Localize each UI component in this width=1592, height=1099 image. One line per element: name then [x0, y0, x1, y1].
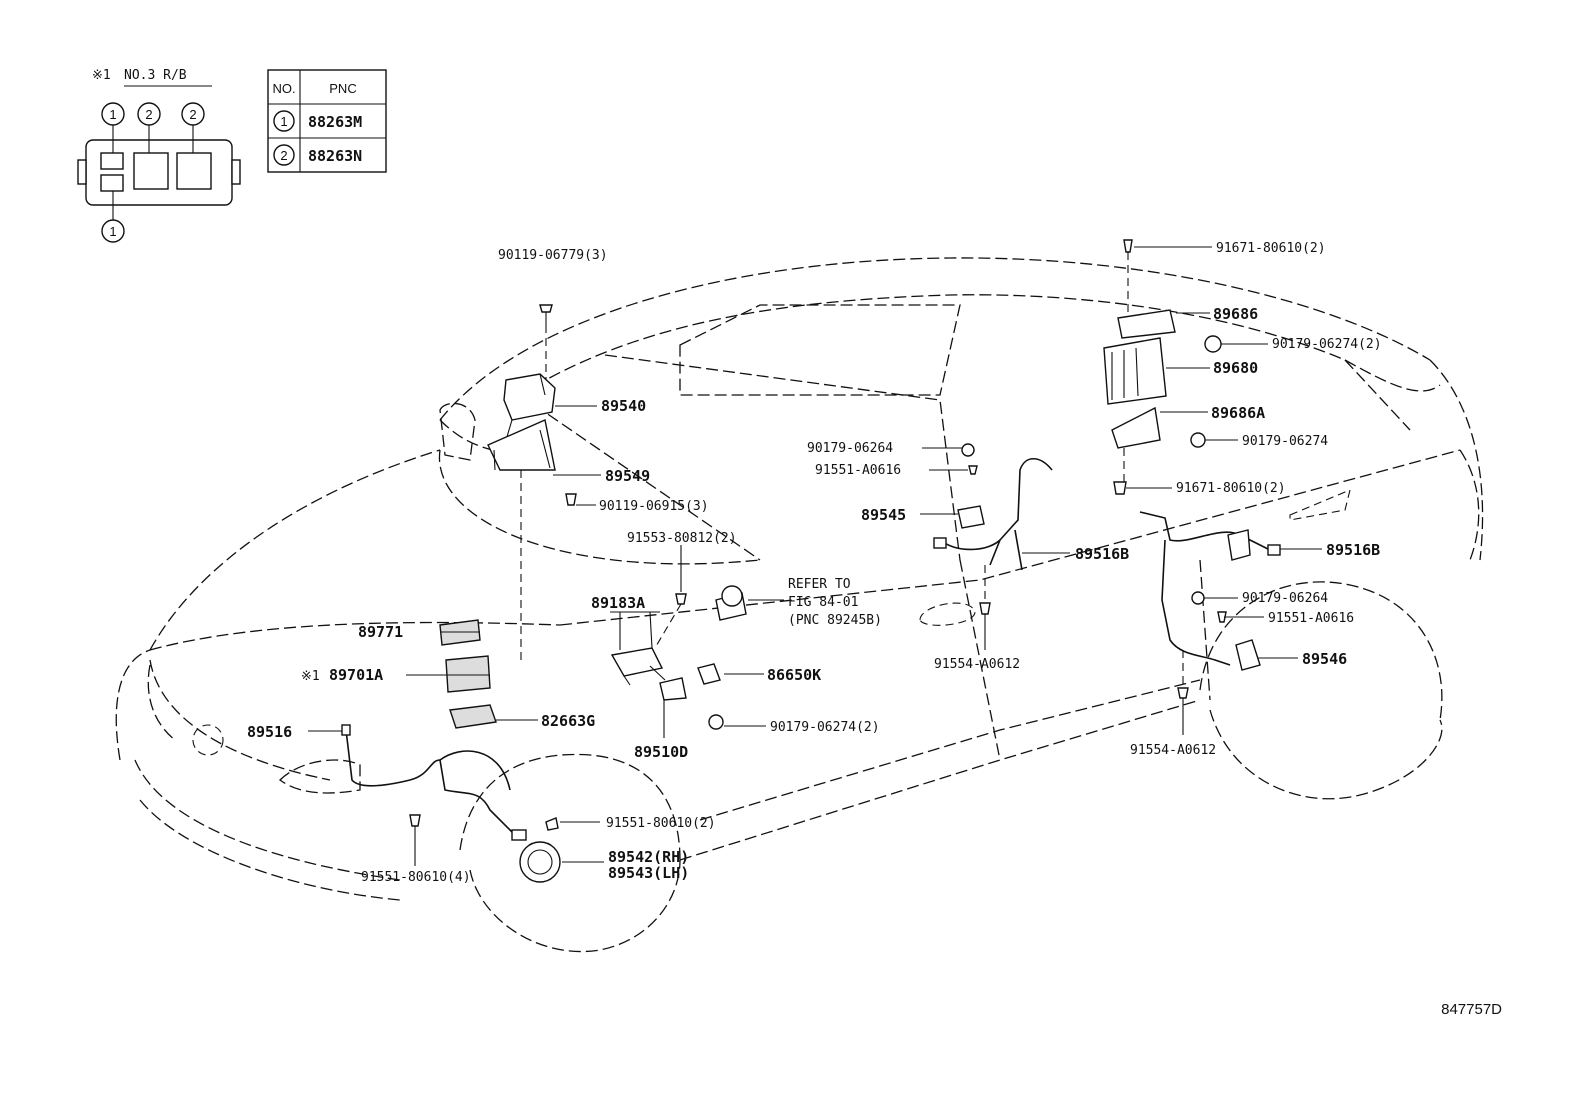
- pnc-row-no: 1: [280, 114, 287, 129]
- label-89771: 89771: [358, 623, 403, 641]
- refer-note-line3: (PNC 89245B): [788, 613, 882, 628]
- sensor-89545: [957, 505, 985, 529]
- label-90179-06274-2: 90179-06274(2): [1272, 337, 1382, 352]
- label-89543: 89543(LH): [608, 864, 689, 882]
- sensor-89546: [1235, 639, 1261, 671]
- label-91551-A0616-left: 91551-A0616: [815, 463, 901, 478]
- label-91671-80610-bottom: 91671-80610(2): [1176, 481, 1286, 496]
- pnc-table-header-pnc: PNC: [329, 81, 356, 96]
- refer-note-line1: REFER TO: [788, 577, 851, 592]
- part-89510D: [659, 677, 687, 701]
- pnc-row-marker: [273, 144, 295, 166]
- label-91553-80812: 91553-80812(2): [627, 531, 737, 546]
- pnc-table-header-no: NO.: [272, 81, 295, 96]
- module-89540: [503, 373, 556, 421]
- parts-shapes: [341, 239, 1281, 883]
- label-91551-80610-4: 91551-80610(4): [361, 870, 471, 885]
- marker-2-right: 2: [189, 107, 196, 122]
- marker-1-top: 1: [109, 107, 116, 122]
- label-90119-06915: 90119-06915(3): [599, 499, 709, 514]
- label-89516B-right: 89516B: [1326, 541, 1380, 559]
- label-90179-06264-left: 90179-06264: [807, 441, 893, 456]
- pnc-row-value: 88263N: [308, 147, 362, 165]
- relay-block-title: NO.3 R/B: [124, 68, 187, 83]
- label-89549: 89549: [605, 467, 650, 485]
- relay-block-tab: [77, 159, 87, 185]
- part-86650K: [697, 663, 721, 685]
- label-90179-06274: 90179-06274: [1242, 434, 1328, 449]
- label-89183A: 89183A: [591, 594, 645, 612]
- label-89545: 89545: [861, 506, 906, 524]
- figure-number: 847757D: [1441, 1001, 1502, 1018]
- label-89542: 89542(RH): [608, 848, 689, 866]
- marker-2-left: 2: [145, 107, 152, 122]
- pnc-row-no: 2: [280, 148, 287, 163]
- pnc-row-value: 88263M: [308, 113, 362, 131]
- relay-slot: [133, 152, 169, 190]
- label-82663G: 82663G: [541, 712, 595, 730]
- label-91554-A0612-right: 91554-A0612: [1130, 743, 1216, 758]
- part-89701A: [445, 655, 491, 693]
- fuse-slot: [100, 152, 124, 170]
- relay-block-inset: ※1 NO.3 R/B 1 2 2 1 NO. PNC 1 88263M: [77, 68, 387, 243]
- label-89701A: 89701A: [329, 666, 383, 684]
- label-91551-A0616-right: 91551-A0616: [1268, 611, 1354, 626]
- connector-wheel-sensor: [511, 829, 527, 841]
- bracket-89686: [1117, 309, 1176, 339]
- relay-block-tab: [231, 159, 241, 185]
- label-89686: 89686: [1213, 305, 1258, 323]
- part-82663G: [449, 704, 497, 729]
- label-89546: 89546: [1302, 650, 1347, 668]
- ecu-89680: [1103, 337, 1167, 405]
- car-outline: [115, 257, 1484, 953]
- label-91554-A0612-left: 91554-A0612: [934, 657, 1020, 672]
- bracket-89686A: [1111, 406, 1161, 449]
- label-89680: 89680: [1213, 359, 1258, 377]
- label-89510D: 89510D: [634, 743, 688, 761]
- sensor-89183A: [610, 647, 664, 677]
- label-89516: 89516: [247, 723, 292, 741]
- label-90179-06274-front: 90179-06274(2): [770, 720, 880, 735]
- label-89701A-mark: ※1: [301, 669, 320, 684]
- part-labels: 90119-06779(3) 89540 89549 90119-06915(3…: [247, 241, 1502, 1018]
- label-89516B-left: 89516B: [1075, 545, 1129, 563]
- connector-89516: [341, 724, 351, 736]
- label-89540: 89540: [601, 397, 646, 415]
- label-86650K: 86650K: [767, 666, 821, 684]
- leader-lines: [308, 246, 1322, 866]
- marker-1-bottom: 1: [109, 224, 116, 239]
- pnc-row-marker: [273, 110, 295, 132]
- label-91671-80610-top: 91671-80610(2): [1216, 241, 1326, 256]
- label-90119-06779: 90119-06779(3): [498, 248, 608, 263]
- fuse-slot: [100, 174, 124, 192]
- relay-slot: [176, 152, 212, 190]
- label-91551-80610-2: 91551-80610(2): [606, 816, 716, 831]
- label-89686A: 89686A: [1211, 404, 1265, 422]
- refer-note-line2: FIG 84-01: [788, 595, 858, 610]
- relay-block-mark: ※1: [92, 68, 111, 83]
- wheel-sensor-89542: [519, 841, 561, 883]
- bracket-89549: [487, 419, 556, 471]
- label-90179-06264-right: 90179-06264: [1242, 591, 1328, 606]
